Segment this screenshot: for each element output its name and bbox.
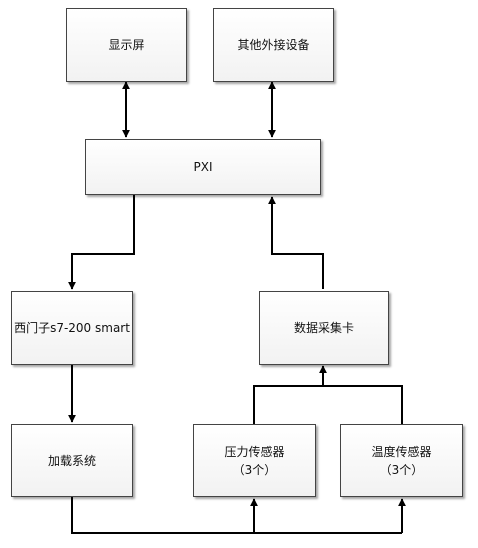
edge-temperature-daq (323, 385, 403, 424)
node-pxi-label: PXI (193, 160, 213, 174)
node-pressure-label: 压力传感器 (224, 444, 285, 459)
node-pxi: PXI (85, 139, 321, 195)
node-daq-label: 数据采集卡 (293, 321, 354, 335)
edge-loading-bus (71, 497, 402, 534)
node-pressure-sensor: 压力传感器 （3个） (193, 424, 316, 497)
node-temperature-sensor: 温度传感器 （3个） (340, 424, 463, 497)
node-plc: 西门子s7-200 smart (11, 291, 133, 365)
edge-daq-pxi (268, 196, 324, 289)
edge-pressure-daq (253, 385, 323, 424)
node-pressure-count: （3个） (232, 462, 277, 477)
node-peripherals: 其他外接设备 (213, 8, 334, 82)
node-display-label: 显示屏 (108, 38, 145, 52)
node-loading-system: 加载系统 (11, 424, 133, 497)
node-plc-label: 西门子s7-200 smart (14, 321, 130, 335)
node-loading-label: 加载系统 (47, 453, 96, 468)
node-display: 显示屏 (66, 8, 187, 82)
edge-pxi-plc (68, 195, 135, 290)
node-peripherals-label: 其他外接设备 (237, 38, 310, 52)
node-temperature-label: 温度传感器 (371, 444, 432, 459)
node-temperature-count: （3个） (379, 462, 424, 477)
node-daq: 数据采集卡 (259, 291, 389, 365)
